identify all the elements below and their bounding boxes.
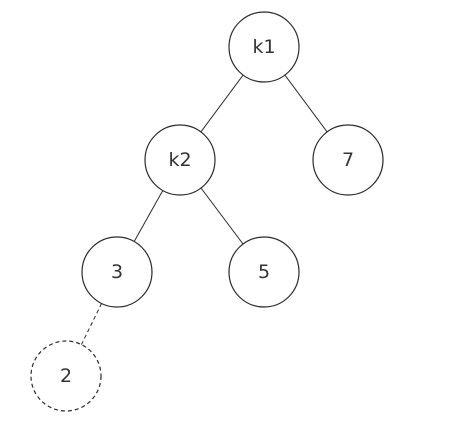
node-circle-k2 xyxy=(144,124,216,196)
edge-k1-k2 xyxy=(200,74,244,133)
nodes-layer: k1 k2 7 3 5 2 xyxy=(30,11,384,412)
node-label-n7: 7 xyxy=(342,149,354,171)
edge-k1-n7 xyxy=(284,74,328,133)
node-label-n5: 5 xyxy=(258,261,270,283)
tree-node-n5: 5 xyxy=(228,236,300,308)
node-label-n2: 2 xyxy=(60,365,72,387)
edge-k2-n5 xyxy=(200,187,244,245)
tree-node-k1: k1 xyxy=(228,11,300,83)
tree-node-n2: 2 xyxy=(30,340,102,412)
node-circle-n2 xyxy=(30,340,102,412)
node-circle-n5 xyxy=(228,236,300,308)
edge-n3-n2 xyxy=(80,303,103,345)
edge-k2-n3 xyxy=(133,190,164,242)
node-circle-k1 xyxy=(228,11,300,83)
edges-layer xyxy=(80,74,328,345)
tree-node-k2: k2 xyxy=(144,124,216,196)
node-label-k2: k2 xyxy=(168,149,191,171)
node-label-k1: k1 xyxy=(252,36,275,58)
node-circle-n7 xyxy=(312,124,384,196)
tree-node-n3: 3 xyxy=(81,236,153,308)
node-label-n3: 3 xyxy=(111,261,123,283)
node-circle-n3 xyxy=(81,236,153,308)
tree-node-n7: 7 xyxy=(312,124,384,196)
